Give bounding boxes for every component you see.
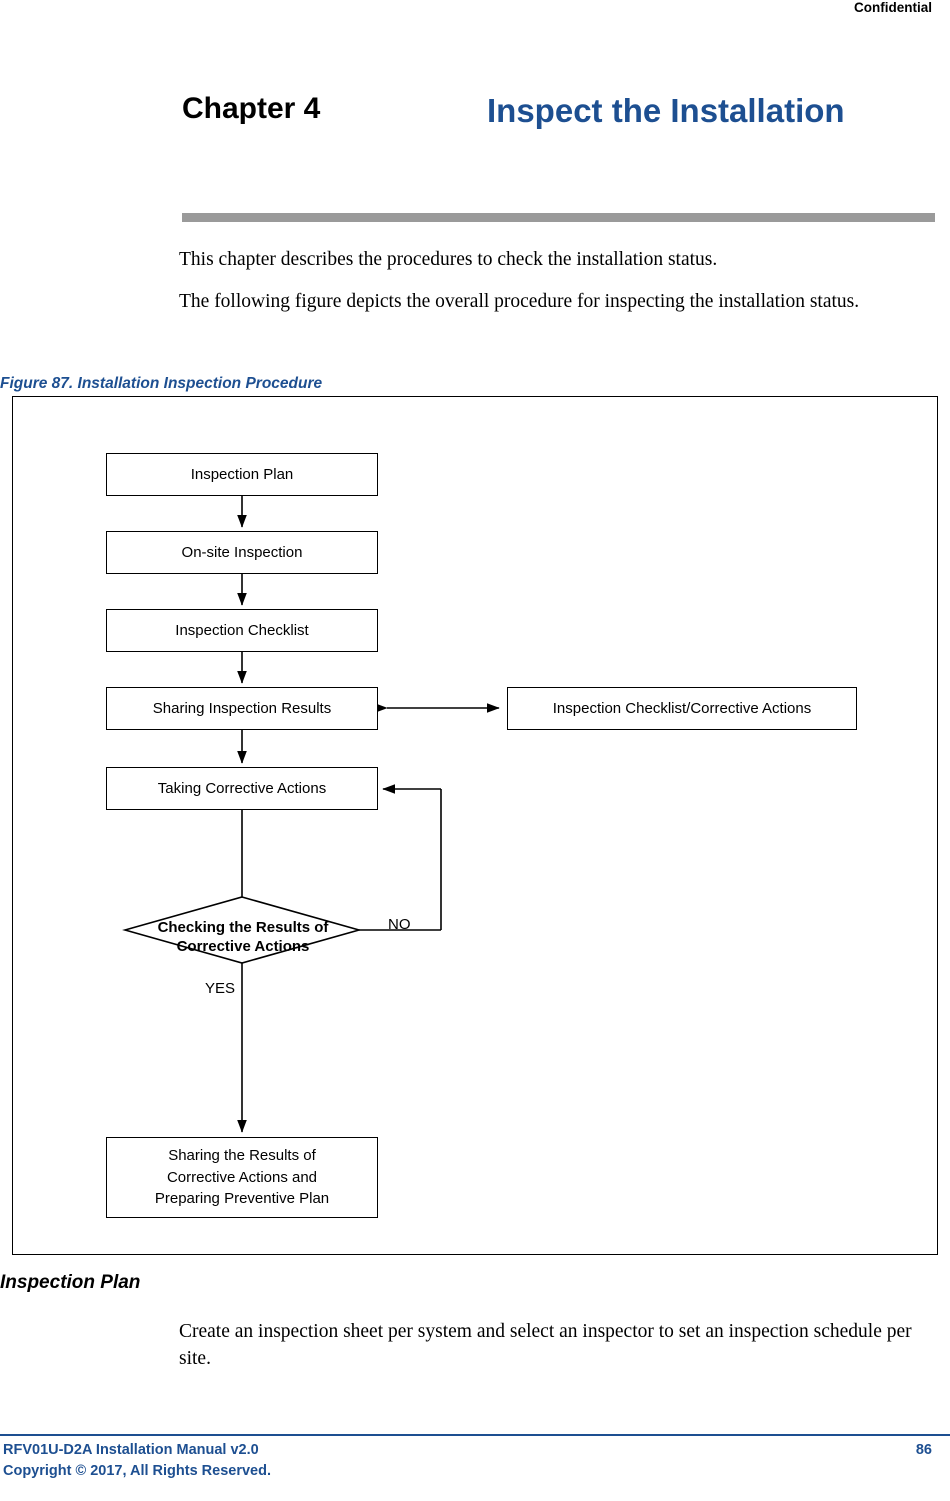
flow-node-on-site-inspection: On-site Inspection <box>106 531 378 574</box>
flow-node-sharing-results-preventive-plan: Sharing the Results of Corrective Action… <box>106 1137 378 1218</box>
footer-manual-title: RFV01U-D2A Installation Manual v2.0 <box>3 1442 259 1458</box>
flow-edge-label-no: NO <box>388 916 411 933</box>
section-heading-inspection-plan: Inspection Plan <box>0 1272 141 1293</box>
footer-page-number: 86 <box>915 1442 932 1458</box>
chapter-number: Chapter 4 <box>182 92 321 125</box>
flowchart: Inspection Plan On-site Inspection Inspe… <box>13 397 939 1256</box>
flow-node-taking-corrective-actions: Taking Corrective Actions <box>106 767 378 810</box>
figure-frame: Inspection Plan On-site Inspection Inspe… <box>12 396 938 1255</box>
flowchart-connectors <box>122 496 500 1133</box>
intro-paragraph-2: The following figure depicts the overall… <box>179 291 860 312</box>
flow-decision-label: Checking the Results of Corrective Actio… <box>157 919 329 955</box>
intro-paragraph-1: This chapter describes the procedures to… <box>179 249 718 270</box>
footer-copyright: Copyright © 2017, All Rights Reserved. <box>3 1463 271 1479</box>
title-divider <box>182 213 935 222</box>
section-paragraph: Create an inspection sheet per system an… <box>179 1321 912 1369</box>
confidential-marker: Confidential <box>854 0 932 15</box>
flow-node-sharing-inspection-results: Sharing Inspection Results <box>106 687 378 730</box>
flow-edge-label-yes: YES <box>205 980 236 997</box>
flow-node-inspection-plan: Inspection Plan <box>106 453 378 496</box>
footer-divider <box>0 1434 950 1436</box>
flow-node-inspection-checklist: Inspection Checklist <box>106 609 378 652</box>
flow-node-inspection-checklist-corrective-actions: Inspection Checklist/Corrective Actions <box>507 687 857 730</box>
page-title: Inspect the Installation <box>487 92 845 129</box>
figure-caption: Figure 87. Installation Inspection Proce… <box>0 375 323 392</box>
